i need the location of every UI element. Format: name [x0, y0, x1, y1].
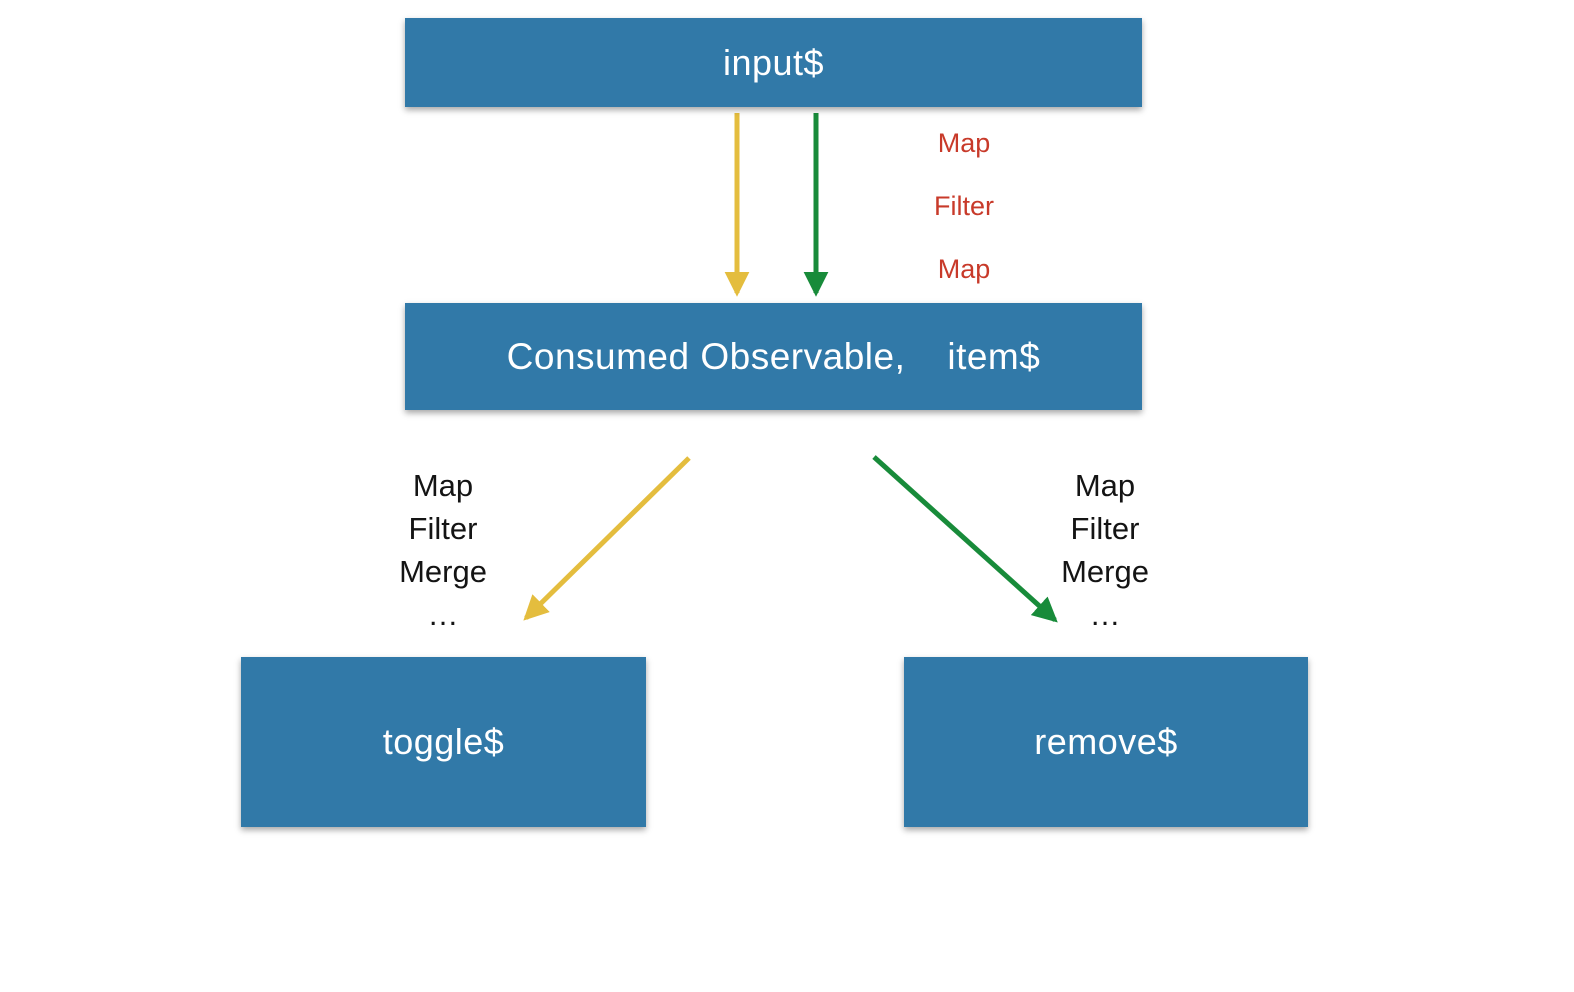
node-consumed-item-label: item$: [947, 335, 1041, 377]
operator-label: Merge: [399, 554, 487, 589]
operator-label: Filter: [1070, 511, 1140, 546]
operator-label: Filter: [934, 191, 994, 221]
node-consumed: Consumed Observable, item$: [405, 303, 1142, 410]
operator-label: …: [427, 597, 459, 632]
operator-label: …: [1089, 597, 1121, 632]
node-toggle-label: toggle$: [382, 721, 505, 762]
operator-label: Map: [412, 468, 474, 503]
operator-label: Map: [1074, 468, 1136, 503]
node-input: input$: [405, 18, 1142, 107]
operator-label: Map: [937, 254, 991, 284]
top-operator-labels: Map Filter Map: [874, 128, 1054, 285]
left-operator-labels: Map Filter Merge …: [333, 464, 553, 636]
right-operator-labels: Map Filter Merge …: [995, 464, 1215, 636]
node-consumed-label: Consumed Observable,: [506, 335, 906, 377]
node-remove: remove$: [904, 657, 1308, 827]
operator-label: Merge: [1061, 554, 1149, 589]
operator-label: Map: [937, 128, 991, 158]
node-input-label: input$: [722, 41, 825, 83]
node-toggle: toggle$: [241, 657, 646, 827]
node-remove-label: remove$: [1034, 721, 1178, 762]
operator-label: Filter: [408, 511, 478, 546]
